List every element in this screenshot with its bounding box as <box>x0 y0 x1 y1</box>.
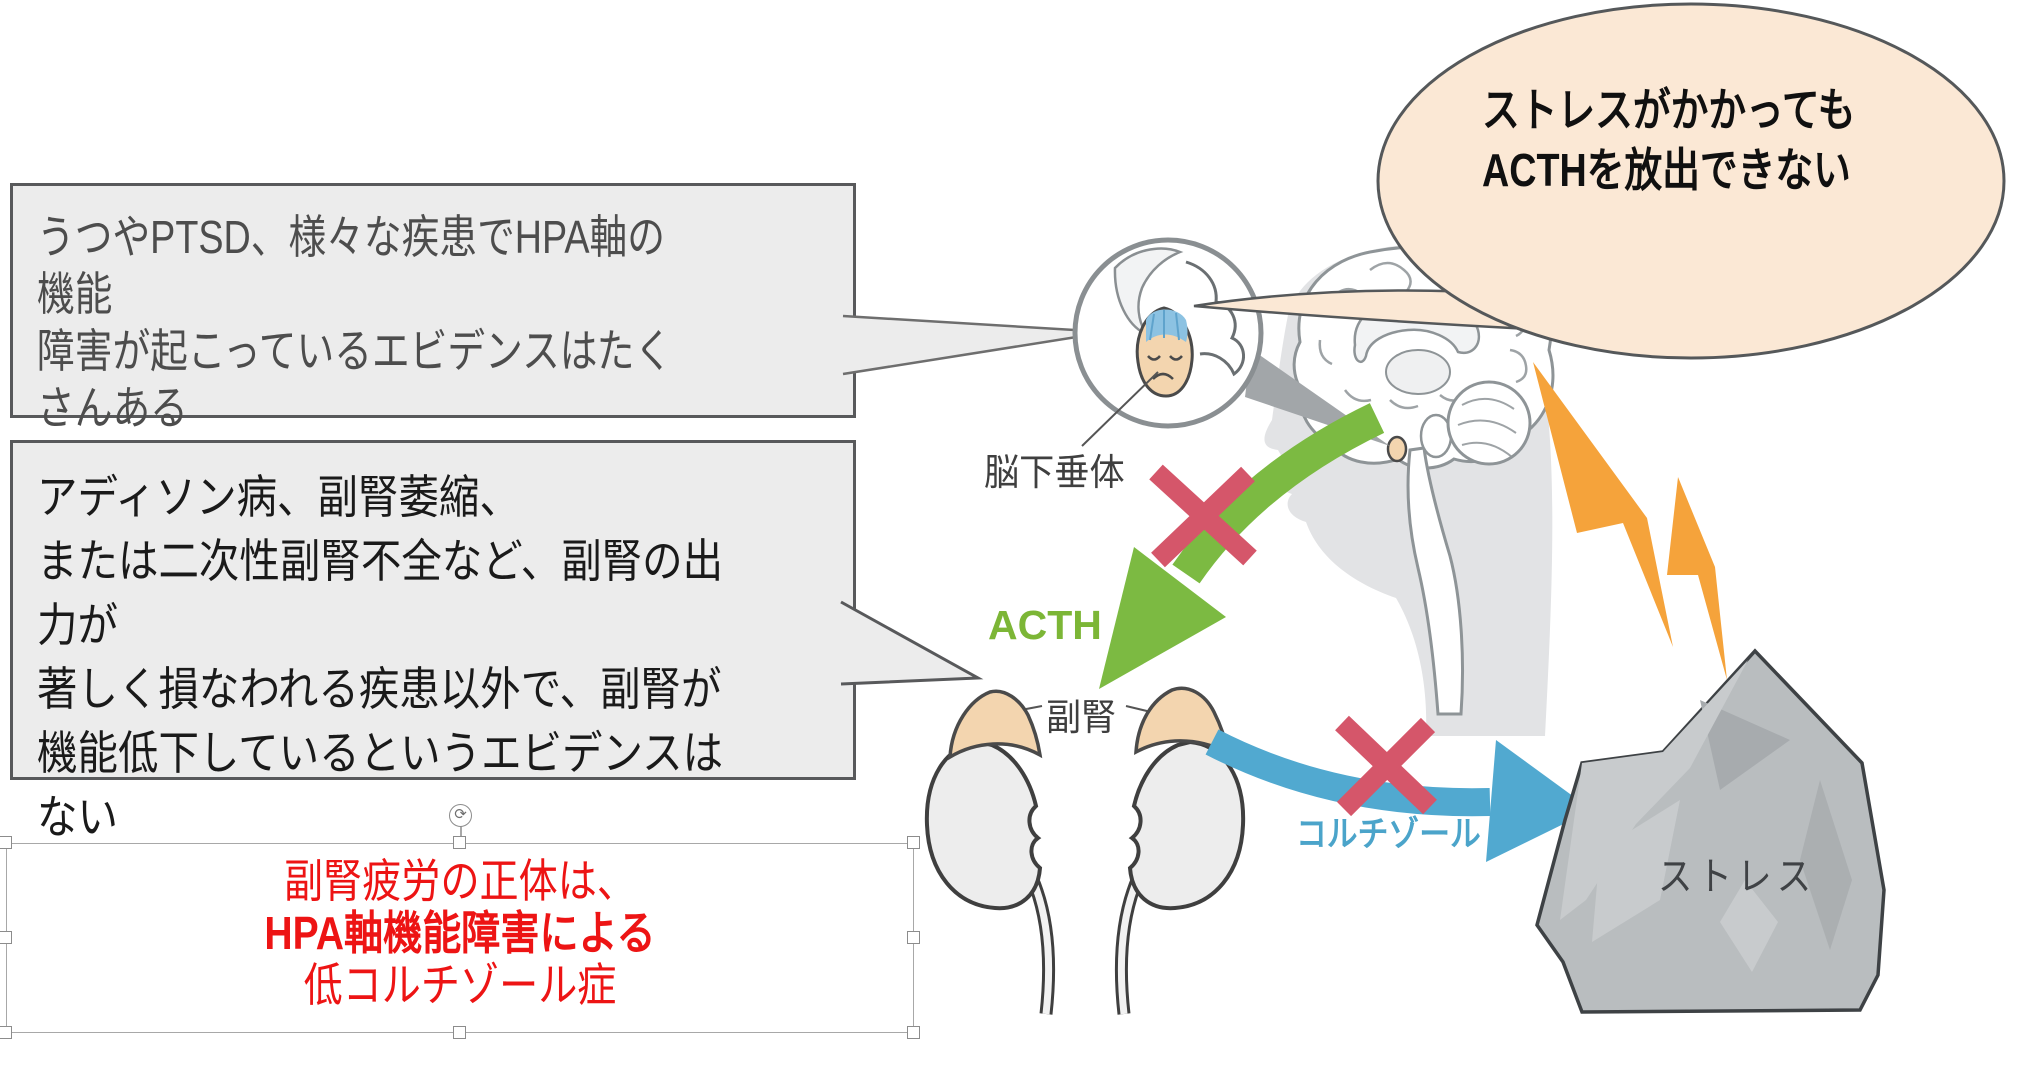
ureter-left <box>1028 876 1053 1015</box>
speech-bubble-text: ストレスがかかっても ACTHを放出できない <box>1482 80 1855 200</box>
stress-rock <box>1535 648 1886 1014</box>
ureter-right <box>1117 876 1142 1015</box>
selection-handle-bottom-left[interactable] <box>0 1026 12 1039</box>
stress-lightning-icons <box>1533 362 1727 680</box>
adrenal-label-line-right <box>1125 705 1173 718</box>
hypothalamus-shape <box>1113 247 1184 337</box>
adrenal-label: 副腎 <box>1046 697 1117 738</box>
cortisol-blocked-cross-icon <box>1335 715 1437 817</box>
callout-no-evidence-line3: 著しく損なわれる疾患以外で、副腎が <box>37 663 722 715</box>
callout-hpa-evidence-line1: うつやPTSD、様々な疾患でHPA軸の機能 <box>37 211 666 320</box>
pituitary-stalk-shape <box>1185 260 1245 377</box>
selection-handle-bottom-right[interactable] <box>907 1026 920 1039</box>
lightning-bolt-small-icon <box>1667 477 1727 680</box>
pituitary-gland-small <box>1386 435 1408 463</box>
acth-blocked-cross-icon <box>1149 464 1257 568</box>
kidney-left <box>924 739 1043 911</box>
selection-handle-top-center[interactable] <box>453 836 466 849</box>
selection-handle-middle-left[interactable] <box>0 931 12 944</box>
rotation-handle-stem <box>460 826 462 843</box>
adrenal-label-line-left <box>999 705 1043 715</box>
speech-bubble-line2: ACTHを放出できない <box>1482 144 1851 196</box>
adrenal-left <box>948 689 1043 761</box>
thalamus <box>1385 349 1451 395</box>
pituitary-label-line <box>1081 371 1159 447</box>
conclusion-line3: 低コルチゾール症 <box>303 959 617 1011</box>
conclusion-line2: HPA軸機能障害による <box>264 907 656 959</box>
callout-no-evidence-line1: アディソン病、副腎萎縮、 <box>37 471 520 523</box>
callout-no-evidence-line2: または二次性副腎不全など、副腎の出力が <box>37 535 724 651</box>
brain-gyri <box>1318 256 1528 410</box>
kidney-right <box>1127 739 1246 911</box>
cortisol-label: コルチゾール <box>1296 815 1481 854</box>
selection-handle-top-left[interactable] <box>0 836 12 849</box>
pituitary-blue-sweat <box>1146 309 1188 342</box>
ureter-left-outline <box>1026 875 1056 1015</box>
selection-handle-middle-right[interactable] <box>907 931 920 944</box>
pituitary-face-body <box>1135 306 1194 398</box>
magnifier-wedge <box>1245 349 1390 446</box>
speech-bubble-tail <box>1193 289 1569 333</box>
pituitary-sad-face <box>1147 355 1183 380</box>
head-silhouette <box>1264 246 1553 736</box>
cerebellum <box>1446 380 1532 466</box>
selection-handle-top-right[interactable] <box>907 836 920 849</box>
brain-illustration <box>1292 245 1555 716</box>
callout-top-tail <box>842 314 1109 376</box>
conclusion-line1: 副腎疲労の正体は、 <box>284 855 636 907</box>
callout-mid-tail <box>840 600 984 686</box>
acth-label: ACTH <box>988 602 1102 648</box>
acth-arrow <box>1099 403 1385 689</box>
corpus-callosum <box>1353 296 1481 363</box>
stress-label: ストレス <box>1658 856 1817 899</box>
callout-hpa-evidence-line2: 障害が起こっているエビデンスはたくさんある <box>37 325 673 434</box>
speech-bubble-line1: ストレスがかかっても <box>1482 84 1856 136</box>
lightning-bolt-large-icon <box>1533 362 1673 647</box>
brainstem <box>1406 446 1465 716</box>
rotate-icon[interactable]: ⟳ <box>449 804 472 827</box>
adrenal-right <box>1134 686 1231 757</box>
callout-no-evidence-line4: 機能低下しているというエビデンスはない <box>37 727 724 843</box>
conclusion-textbox[interactable]: 副腎疲労の正体は、 HPA軸機能障害による 低コルチゾール症 <box>6 843 914 1033</box>
ureter-right-outline <box>1114 875 1144 1015</box>
pituitary-label: 脳下垂体 <box>984 452 1125 493</box>
callout-no-evidence[interactable]: アディソン病、副腎萎縮、 または二次性副腎不全など、副腎の出力が 著しく損なわれ… <box>10 440 856 843</box>
pons <box>1419 413 1453 459</box>
callout-hpa-evidence[interactable]: うつやPTSD、様々な疾患でHPA軸の機能 障害が起こっているエビデンスはたくさ… <box>10 183 856 434</box>
pituitary-magnifier <box>1072 237 1264 429</box>
selection-handle-bottom-center[interactable] <box>453 1026 466 1039</box>
